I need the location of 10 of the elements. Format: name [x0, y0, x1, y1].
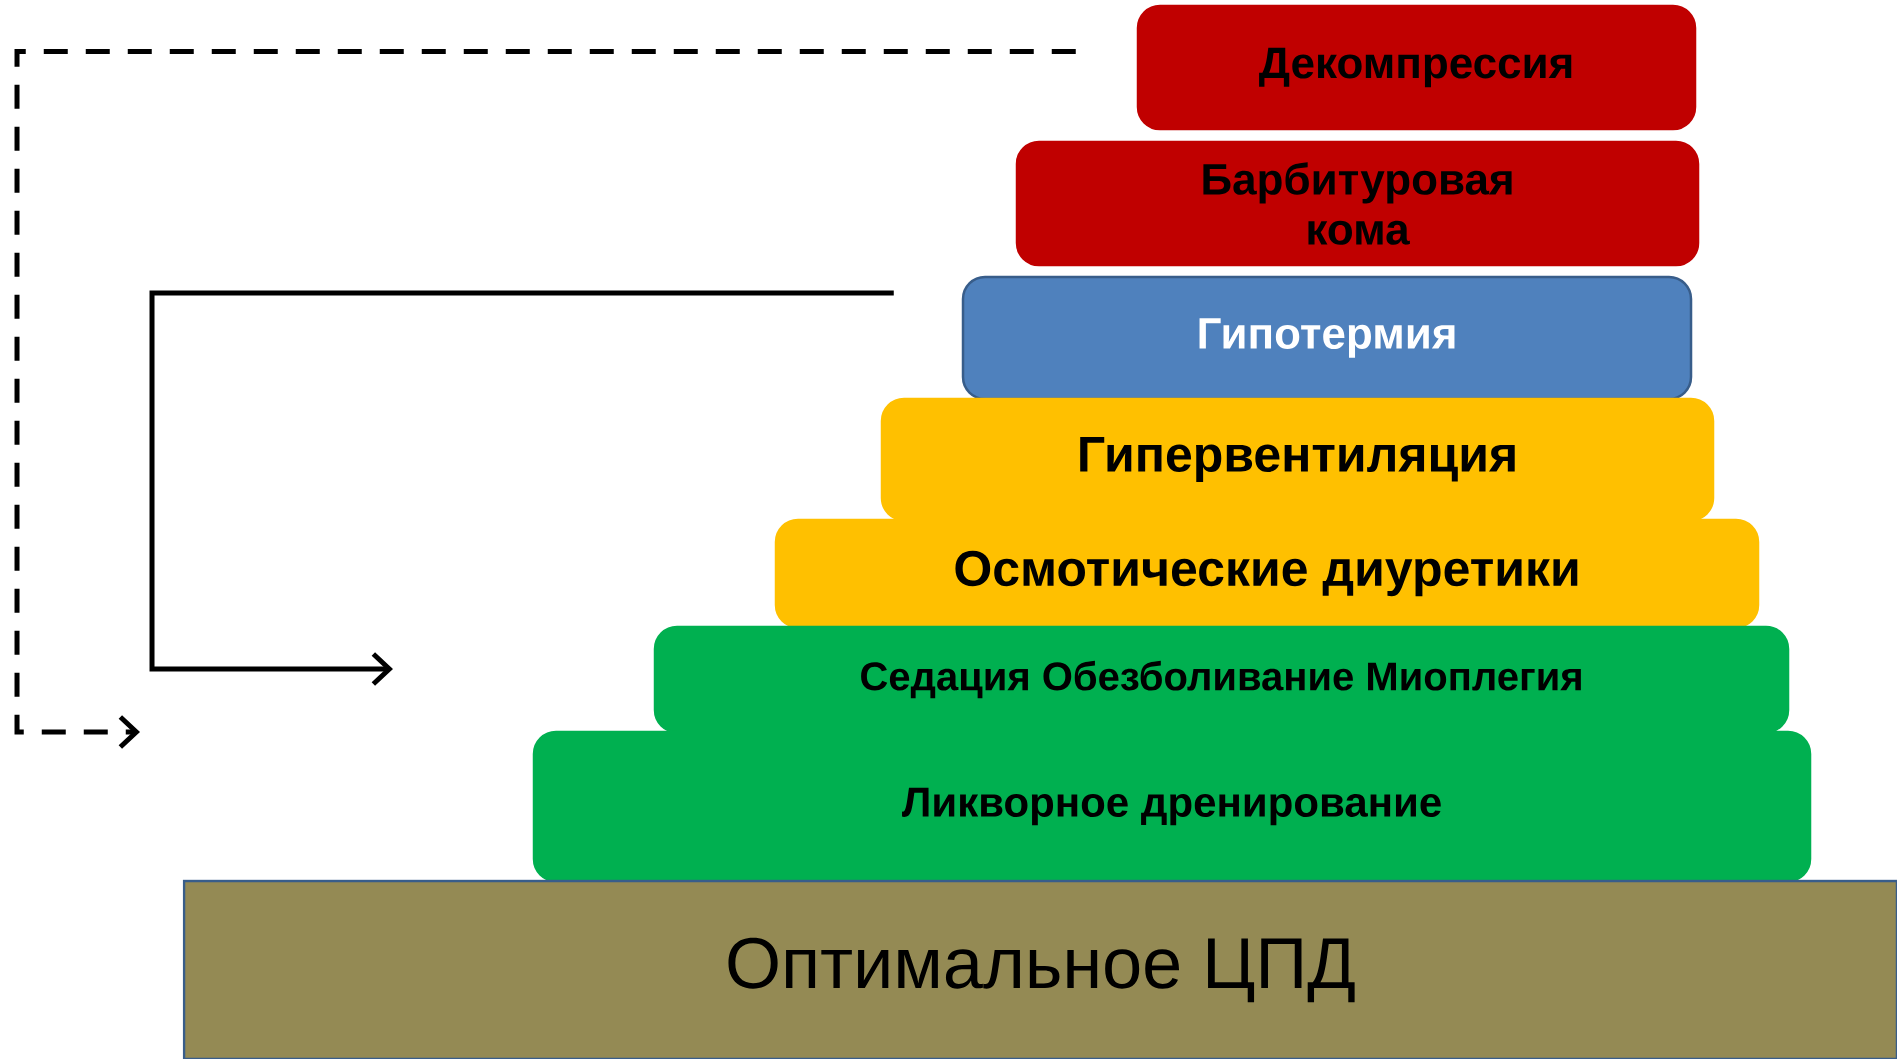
- arrow: [149, 290, 894, 686]
- base-block: Оптимальное ЦПД: [182, 879, 1897, 1059]
- pyramid-block: Гипервентиляция: [880, 397, 1715, 522]
- pyramid-block: Барбитуровая кома: [1015, 140, 1700, 267]
- pyramid-block: Осмотические диуретики: [774, 518, 1760, 629]
- arrow: [14, 49, 1076, 749]
- pyramid-block: Ликворное дренирование: [532, 730, 1812, 883]
- pyramid-block: Гипотермия: [961, 275, 1693, 401]
- pyramid-block: Седация Обезболивание Миоплегия: [653, 625, 1790, 734]
- pyramid-block: Декомпрессия: [1136, 4, 1697, 131]
